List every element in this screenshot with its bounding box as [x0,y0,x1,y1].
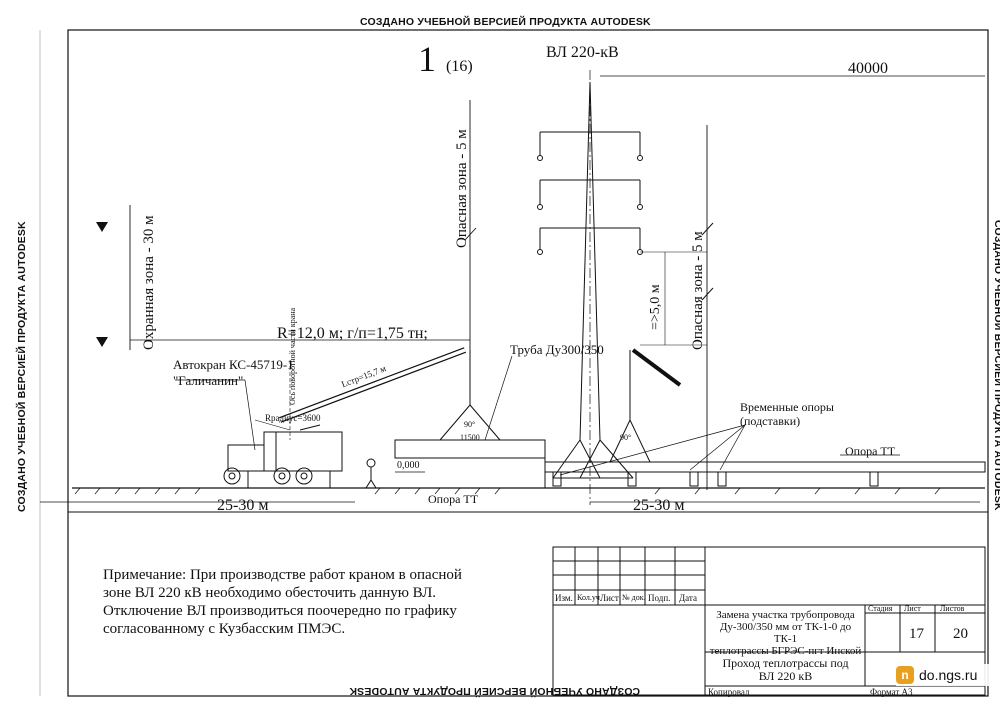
tb-drawing: Проход теплотрассы под ВЛ 220 кВ [708,657,863,683]
guard-zone-label: Охранная зона - 30 м [141,215,157,350]
tb-copied: Копировал [708,687,750,697]
crane-axis-label: Ось поворотной части крана [288,307,297,405]
distance-left: 25-30 м [217,497,269,514]
tb-header-list: Лист [600,593,619,603]
tb-header-kol: Кол.уч [577,593,600,602]
crane-name-2: "Галичанин" [173,373,244,388]
tb-sheet-header: Лист [904,604,921,613]
temp-supports-label-2: (подставки) [740,414,801,428]
watermark-left: СОЗДАНО УЧЕБНОЙ ВЕРСИЕЙ ПРОДУКТА AUTODES… [16,221,28,512]
watermark-right: СОЗДАНО УЧЕБНОЙ ВЕРСИЕЙ ПРОДУКТА AUTODES… [992,220,1000,511]
crane-params: R=12,0 м; г/п=1,75 тн; [277,325,428,342]
tb-project: Замена участка трубопровода Ду-300/350 м… [708,609,863,657]
crane-radius: Rрадиус=3600 [265,413,321,423]
note-line-3: Отключение ВЛ производиться поочередно п… [103,603,457,619]
support-tt-bottom: Опора ТТ [428,492,479,506]
tb-sheets-header: Листов [940,604,965,613]
tb-project-line-1: Замена участка трубопровода [716,609,855,621]
tb-header-doc: № док. [622,593,646,602]
line-title: ВЛ 220-кВ [546,44,619,61]
tb-project-line-3: теплотрассы БГРЭС-пгт Инской [709,645,862,657]
tb-format: Формат А3 [870,687,913,697]
support-tt-right: Опора ТТ [845,444,896,458]
sheet-number: 1 [418,39,436,79]
watermark-bottom: СОЗДАНО УЧЕБНОЙ ВЕРСИЕЙ ПРОДУКТА AUTODES… [349,685,640,697]
distance-right: 25-30 м [633,497,685,514]
note-line-1: Примечание: При производстве работ крано… [103,567,462,583]
site-logo-icon: n [896,666,914,684]
level-mark: 0,000 [397,460,420,471]
sheet-number-sub: (16) [446,58,473,75]
span-label: 11500 [460,433,480,442]
note-block: Примечание: При производстве работ крано… [103,566,462,638]
tb-project-line-2: Ду-300/350 мм от ТК-1-0 до ТК-1 [719,621,852,645]
site-badge-text: do.ngs.ru [919,667,978,683]
watermark-top: СОЗДАНО УЧЕБНОЙ ВЕРСИЕЙ ПРОДУКТА AUTODES… [360,16,651,28]
clearance-label: =>5,0 м [648,284,663,330]
tb-drawing-line-2: ВЛ 220 кВ [758,669,813,683]
note-line-2: зоне ВЛ 220 кВ необходимо обесточить дан… [103,585,437,601]
tb-sheet: 17 [909,626,924,642]
danger-zone-left-label: Опасная зона - 5 м [454,129,470,248]
tb-header-izm: Изм. [555,593,573,603]
note-line-4: согласованному с Кузбасским ПМЭС. [103,621,346,637]
angle-left: 90° [464,420,476,429]
temp-supports-label: Временные опоры [740,400,834,414]
dimension-top: 40000 [848,60,888,77]
crane-name: Автокран КС-45719-1 [173,357,294,372]
tb-stage-header: Стадия [868,604,893,613]
danger-zone-right-label: Опасная зона - 5 м [690,231,706,350]
pipe-label: Труба Ду300/350 [510,342,604,357]
site-badge: n do.ngs.ru [896,664,996,686]
tb-sheets: 20 [953,626,968,642]
tb-header-sign: Подп. [648,593,671,603]
tb-drawing-line-1: Проход теплотрассы под [722,656,849,670]
angle-right: 90° [620,433,632,442]
tb-header-date: Дата [679,593,697,603]
